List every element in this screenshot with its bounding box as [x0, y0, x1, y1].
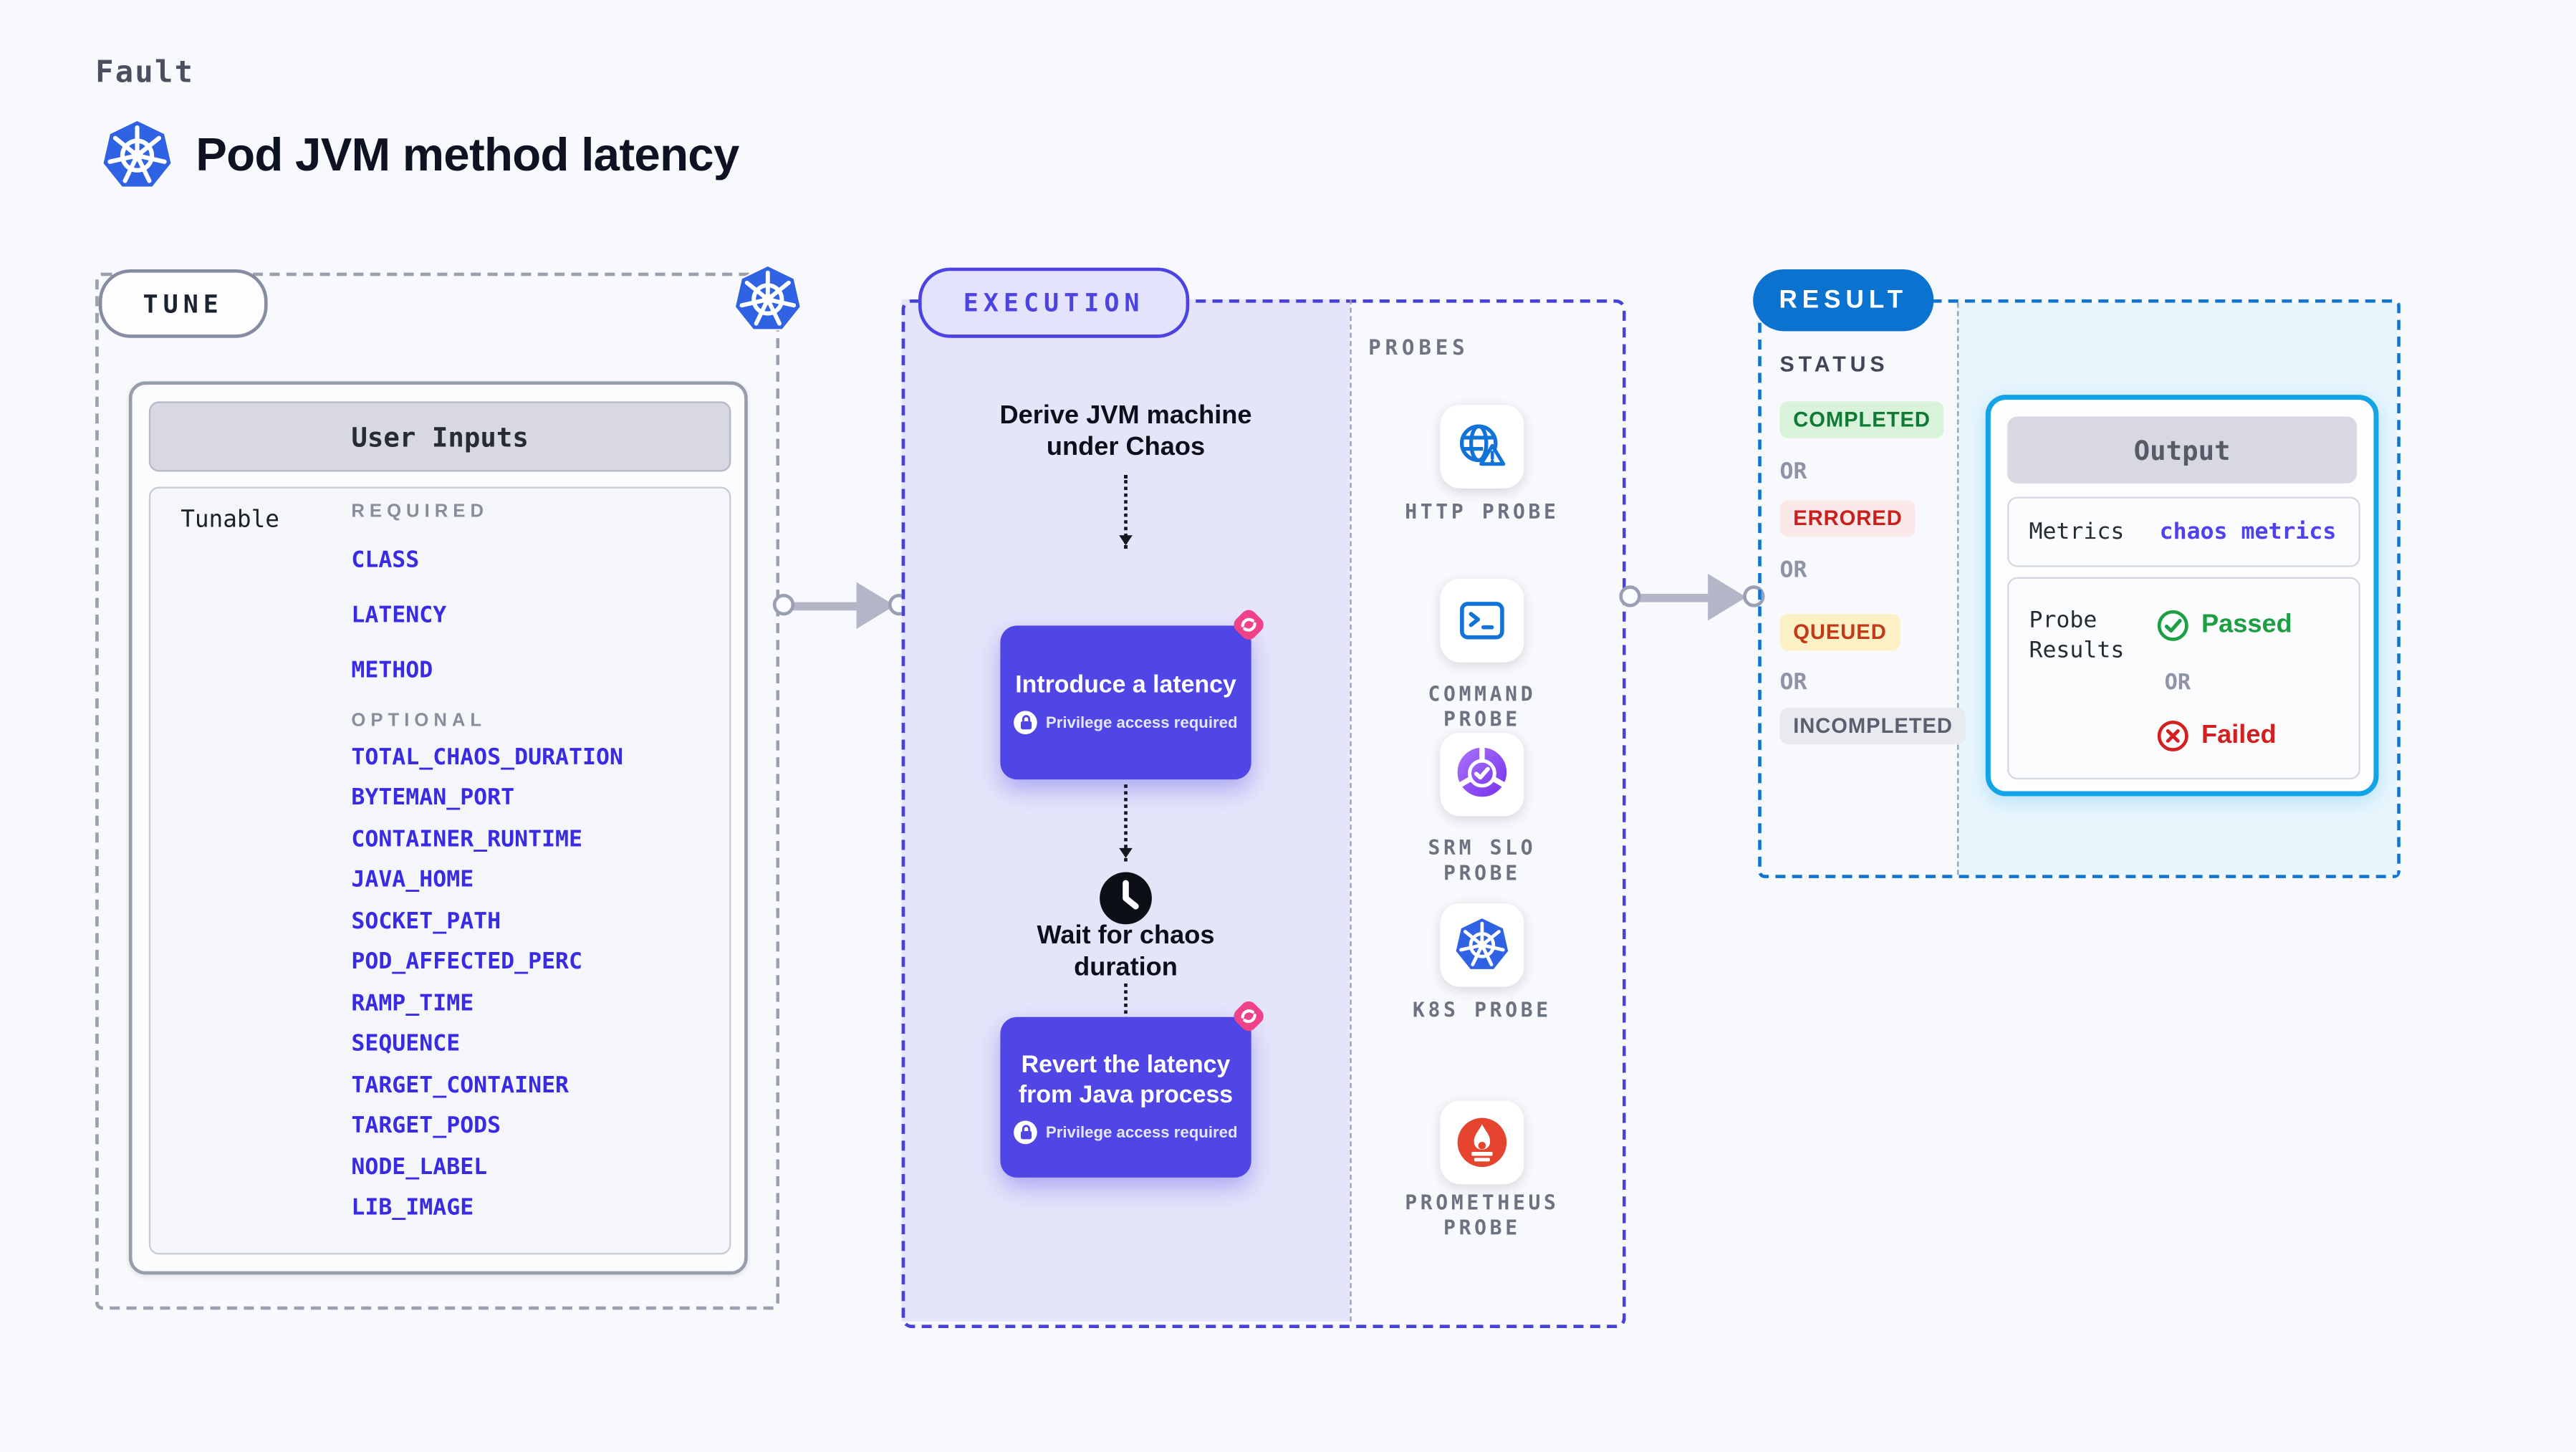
node-title: Introduce a latency: [1015, 672, 1236, 700]
tune-section-box: [95, 272, 780, 1310]
tunable-item: BYTEMAN_PORT: [351, 784, 515, 812]
chaos-icon: [1234, 1001, 1264, 1032]
kubernetes-icon: [1453, 917, 1510, 973]
failed-status: Failed: [2156, 719, 2277, 753]
metrics-value: chaos metrics: [2159, 518, 2337, 546]
tunables-list: REQUIRED CLASS LATENCY METHOD OPTIONAL T…: [351, 502, 711, 1223]
probe-label: K8S PROBE: [1412, 999, 1552, 1022]
tunable-item: JAVA_HOME: [351, 866, 474, 893]
tunable-label: Tunable: [181, 506, 279, 534]
tunable-item: TOTAL_CHAOS_DURATION: [351, 743, 623, 771]
tune-pill: TUNE: [98, 269, 268, 338]
tunable-item: POD_AFFECTED_PERC: [351, 948, 583, 976]
probe-results-label: Probe Results: [2029, 607, 2125, 665]
privilege-note: Privilege access required: [1045, 1123, 1238, 1142]
passed-status: Passed: [2156, 609, 2292, 643]
status-badge: COMPLETED: [1779, 401, 1944, 438]
srm-slo-probe-card: [1440, 732, 1524, 817]
probe-label: HTTP PROBE: [1405, 500, 1559, 524]
status-badge: ERRORED: [1779, 500, 1916, 537]
node-title: Revert the latency from Java process: [1018, 1052, 1234, 1110]
prometheus-probe-card: [1440, 1100, 1524, 1185]
k8s-probe-card: [1440, 903, 1524, 987]
or-separator: OR: [1779, 557, 1807, 584]
privilege-note: Privilege access required: [1045, 713, 1238, 732]
tunable-item: CLASS: [351, 547, 420, 574]
terminal-icon: [1460, 602, 1504, 640]
command-probe-card: [1440, 578, 1524, 663]
output-header: Output: [2007, 416, 2358, 484]
status-badge: QUEUED: [1779, 613, 1900, 651]
tunable-item: TARGET_PODS: [351, 1112, 501, 1140]
tunable-item: NODE_LABEL: [351, 1153, 488, 1181]
introduce-latency-node: Introduce a latency Privilege access req…: [1000, 625, 1251, 780]
lock-icon: [1014, 1120, 1038, 1145]
probe-results-row: Probe Results Passed OR Failed: [2007, 577, 2360, 780]
output-card: Output Metrics chaos metrics Probe Resul…: [1985, 395, 2379, 797]
clock-icon: [1100, 872, 1152, 925]
or-separator: OR: [2164, 670, 2191, 696]
tunable-item: TARGET_CONTAINER: [351, 1071, 569, 1098]
tunable-item: METHOD: [351, 657, 433, 685]
x-circle-icon: [2157, 720, 2188, 751]
status-label: STATUS: [1779, 351, 1889, 377]
execution-section-box: [901, 299, 1626, 1329]
or-separator: OR: [1779, 669, 1807, 696]
tunable-item: SEQUENCE: [351, 1030, 461, 1057]
execution-pill: EXECUTION: [918, 267, 1190, 338]
lock-icon: [1014, 711, 1038, 735]
flow-arrow: [1119, 784, 1133, 862]
tunable-item: CONTAINER_RUNTIME: [351, 825, 583, 852]
user-inputs-header: User Inputs: [148, 401, 731, 472]
metrics-label: Metrics: [2029, 518, 2125, 546]
tunable-item: RAMP_TIME: [351, 989, 474, 1016]
metrics-row: Metrics chaos metrics: [2007, 496, 2360, 567]
tunable-item: LIB_IMAGE: [351, 1194, 474, 1221]
optional-label: OPTIONAL: [351, 711, 487, 731]
tunables-panel: Tunable REQUIRED CLASS LATENCY METHOD OP…: [148, 486, 731, 1255]
revert-latency-node: Revert the latency from Java process Pri…: [1000, 1016, 1251, 1178]
probes-divider: [1350, 299, 1352, 1322]
tunable-item: SOCKET_PATH: [351, 907, 501, 935]
http-probe-card: [1440, 405, 1524, 489]
chaos-icon: [1234, 610, 1264, 640]
page-title: Pod JVM method latency: [196, 128, 739, 181]
probes-section-label: PROBES: [1368, 335, 1469, 360]
status-divider: [1957, 302, 1959, 875]
status-badge: INCOMPLETED: [1779, 707, 1966, 745]
check-circle-icon: [2157, 610, 2188, 641]
slo-donut-icon: [1457, 747, 1507, 797]
kubernetes-icon: [733, 264, 803, 335]
globe-alert-icon: [1459, 424, 1506, 466]
kubernetes-icon: [100, 119, 174, 193]
result-pill: RESULT: [1753, 269, 1934, 332]
or-separator: OR: [1779, 458, 1807, 486]
user-inputs-card: User Inputs Tunable REQUIRED CLASS LATEN…: [128, 381, 748, 1275]
fault-kicker: Fault: [95, 55, 195, 91]
prometheus-flame-icon: [1457, 1117, 1507, 1168]
required-label: REQUIRED: [351, 501, 489, 522]
step-wait-label: Wait for chaos duration: [1037, 921, 1215, 982]
tunable-item: LATENCY: [351, 602, 447, 629]
flow-arrow: [1119, 475, 1133, 549]
step-derive-label: Derive JVM machine under Chaos: [999, 401, 1252, 462]
